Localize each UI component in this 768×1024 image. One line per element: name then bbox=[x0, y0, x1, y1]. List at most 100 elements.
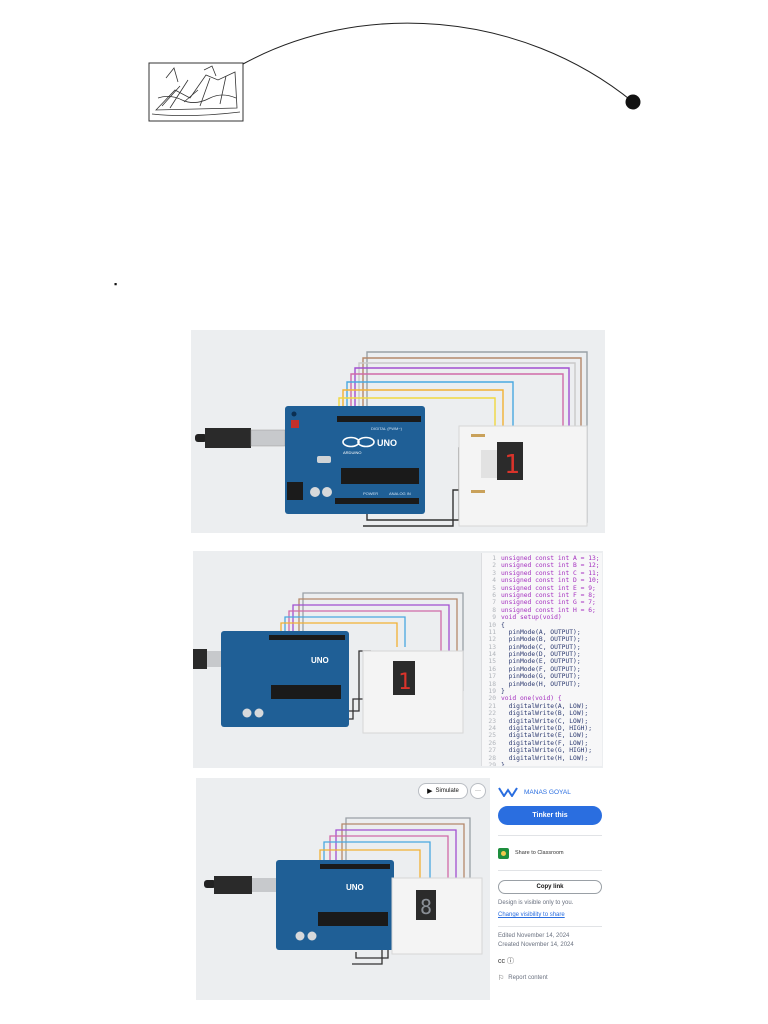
code-line-number: 28 bbox=[488, 754, 496, 762]
bullet-marker: ▪ bbox=[114, 279, 118, 289]
code-line-text: unsigned const int E = 9; bbox=[501, 584, 596, 592]
code-line-number: 3 bbox=[492, 569, 496, 577]
copy-link-button[interactable]: Copy link bbox=[498, 880, 602, 894]
code-line-number: 12 bbox=[488, 636, 496, 644]
created-date: Created November 14, 2024 bbox=[498, 942, 574, 948]
code-line: 27 digitalWrite(G, HIGH); bbox=[482, 747, 602, 754]
code-line-number: 23 bbox=[488, 717, 496, 725]
code-line: 12 pinMode(B, OUTPUT); bbox=[482, 636, 602, 643]
code-line: 16 pinMode(F, OUTPUT); bbox=[482, 666, 602, 673]
author-row: MANAS GOYAL bbox=[498, 786, 602, 798]
code-line: 1 unsigned const int A = 13; bbox=[482, 555, 602, 562]
code-line-number: 2 bbox=[492, 562, 496, 570]
code-line: 18 pinMode(H, OUTPUT); bbox=[482, 681, 602, 688]
code-line-text: } bbox=[501, 688, 505, 696]
circuit-panel-1: DIGITAL (PWM~) UNO ARDUINO POWER ANALOG … bbox=[191, 330, 605, 533]
code-line-number: 19 bbox=[488, 688, 496, 696]
code-line-text: pinMode(D, OUTPUT); bbox=[501, 651, 581, 659]
code-line-text: unsigned const int A = 13; bbox=[501, 555, 600, 562]
end-ball bbox=[625, 94, 641, 110]
code-line-number: 5 bbox=[492, 584, 496, 592]
code-line-text: digitalWrite(C, LOW); bbox=[501, 717, 589, 725]
code-line: 22 digitalWrite(B, LOW); bbox=[482, 710, 602, 717]
board-digital-label: DIGITAL (PWM~) bbox=[371, 426, 403, 431]
circuit-code-panel: UNO 1 1 unsigned const int A = 13;2 unsign… bbox=[193, 551, 603, 768]
code-line-number: 26 bbox=[488, 739, 496, 747]
change-visibility-link[interactable]: Change visibility to share bbox=[498, 912, 565, 918]
code-line-text: unsigned const int C = 11; bbox=[501, 569, 600, 577]
arduino-board-3: UNO bbox=[276, 860, 394, 950]
code-editor: 1 unsigned const int A = 13; 2 unsigned con… bbox=[481, 553, 602, 766]
code-line-number: 16 bbox=[488, 665, 496, 673]
google-classroom-icon bbox=[498, 847, 509, 859]
simulate-button[interactable]: ▶ Simulate bbox=[418, 783, 468, 799]
code-line-number: 8 bbox=[492, 606, 496, 614]
report-content-label: Report content bbox=[508, 975, 548, 981]
code-line: 7 unsigned const int G = 7; bbox=[482, 599, 602, 606]
code-line-number: 22 bbox=[488, 710, 496, 718]
code-line-number: 1 bbox=[492, 555, 496, 562]
visibility-note: Design is visible only to you. bbox=[498, 900, 574, 906]
flag-icon: ⚐ bbox=[498, 975, 505, 982]
code-line-text: digitalWrite(E, LOW); bbox=[501, 732, 589, 740]
seven-segment-display bbox=[497, 442, 523, 480]
code-line-number: 4 bbox=[492, 577, 496, 585]
edited-date: Edited November 14, 2024 bbox=[498, 933, 570, 939]
code-line-number: 7 bbox=[492, 599, 496, 607]
author-name[interactable]: MANAS GOYAL bbox=[524, 788, 571, 796]
code-line-text: digitalWrite(B, LOW); bbox=[501, 710, 589, 718]
code-line-number: 9 bbox=[492, 614, 496, 622]
code-line-text: digitalWrite(F, LOW); bbox=[501, 739, 589, 747]
board-brand-label: ARDUINO bbox=[343, 450, 361, 455]
trajectory-curve bbox=[242, 22, 634, 103]
code-line-text: pinMode(F, OUTPUT); bbox=[501, 665, 581, 673]
code-line-number: 20 bbox=[488, 695, 496, 703]
code-line-text: } bbox=[501, 761, 505, 766]
code-line-text: { bbox=[501, 621, 505, 629]
code-line-text: unsigned const int B = 12; bbox=[501, 562, 600, 570]
license-icons: cc ⓘ bbox=[498, 958, 514, 965]
report-content-link[interactable]: ⚐ Report content bbox=[498, 974, 602, 982]
code-line-number: 15 bbox=[488, 658, 496, 666]
code-line: 26 digitalWrite(F, LOW); bbox=[482, 740, 602, 747]
tinker-this-button[interactable]: Tinker this bbox=[498, 806, 602, 825]
share-classroom-row[interactable]: Share to Classroom bbox=[498, 846, 602, 860]
code-line: 24 digitalWrite(D, HIGH); bbox=[482, 725, 602, 732]
breadboard-3: 8 bbox=[391, 877, 483, 955]
more-options-button[interactable]: ··· bbox=[470, 783, 486, 799]
code-line-text: pinMode(C, OUTPUT); bbox=[501, 643, 581, 651]
code-line-text: pinMode(E, OUTPUT); bbox=[501, 658, 581, 666]
code-line-number: 13 bbox=[488, 643, 496, 651]
board-power-label: POWER bbox=[363, 491, 378, 496]
code-line-text: pinMode(G, OUTPUT); bbox=[501, 673, 581, 681]
board-2-uno-label: UNO bbox=[311, 656, 329, 665]
code-line-text: pinMode(H, OUTPUT); bbox=[501, 680, 581, 688]
code-line-text: unsigned const int G = 7; bbox=[501, 599, 596, 607]
code-line: 20 void one(void) { bbox=[482, 695, 602, 702]
code-line: 17 pinMode(G, OUTPUT); bbox=[482, 673, 602, 680]
code-line-text: pinMode(B, OUTPUT); bbox=[501, 636, 581, 644]
code-line-text: digitalWrite(G, HIGH); bbox=[501, 747, 592, 755]
code-line: 28 digitalWrite(H, LOW); bbox=[482, 755, 602, 762]
board-analog-label: ANALOG IN bbox=[389, 491, 411, 496]
code-line-number: 25 bbox=[488, 732, 496, 740]
code-line-number: 29 bbox=[488, 761, 496, 766]
breadboard: 1 bbox=[458, 425, 588, 527]
code-line: 29} bbox=[482, 762, 602, 766]
code-line: 23 digitalWrite(C, LOW); bbox=[482, 718, 602, 725]
code-line-text: void one(void) { bbox=[501, 695, 562, 703]
design-sidebar: MANAS GOYAL Tinker this Share to Classro… bbox=[498, 786, 602, 996]
code-line-number: 27 bbox=[488, 747, 496, 755]
usb-cable bbox=[195, 428, 286, 448]
code-line-text: unsigned const int F = 8; bbox=[501, 591, 596, 599]
code-line: 19} bbox=[482, 688, 602, 695]
code-line-text: digitalWrite(D, HIGH); bbox=[501, 724, 592, 732]
arduino-board-2: UNO bbox=[221, 631, 349, 727]
code-line-number: 24 bbox=[488, 724, 496, 732]
code-line-number: 11 bbox=[488, 628, 496, 636]
code-line-text: pinMode(A, OUTPUT); bbox=[501, 628, 581, 636]
code-line-text: digitalWrite(H, LOW); bbox=[501, 754, 589, 762]
